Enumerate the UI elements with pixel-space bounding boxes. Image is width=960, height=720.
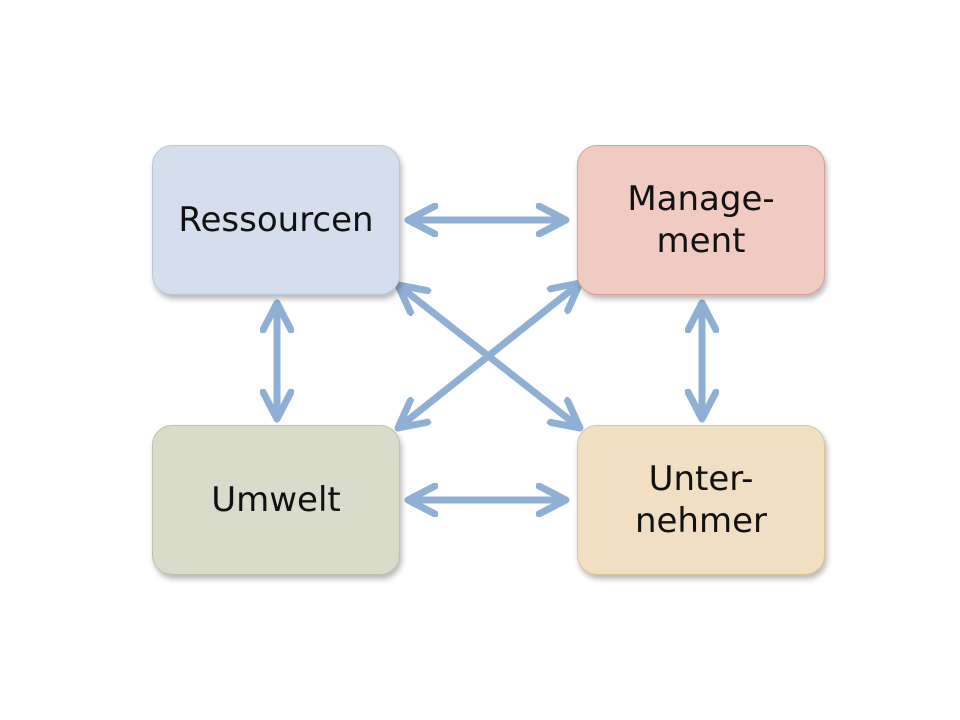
node-umwelt: Umwelt: [152, 425, 400, 575]
node-management-label: Manage- ment: [627, 178, 775, 262]
arrow-management-umwelt: [398, 283, 580, 428]
node-ressourcen: Ressourcen: [152, 145, 400, 295]
node-management: Manage- ment: [577, 145, 825, 295]
node-umwelt-label: Umwelt: [211, 479, 341, 520]
node-ressourcen-label: Ressourcen: [178, 199, 374, 240]
node-unternehmer-label: Unter- nehmer: [634, 458, 768, 542]
node-unternehmer: Unter- nehmer: [577, 425, 825, 575]
